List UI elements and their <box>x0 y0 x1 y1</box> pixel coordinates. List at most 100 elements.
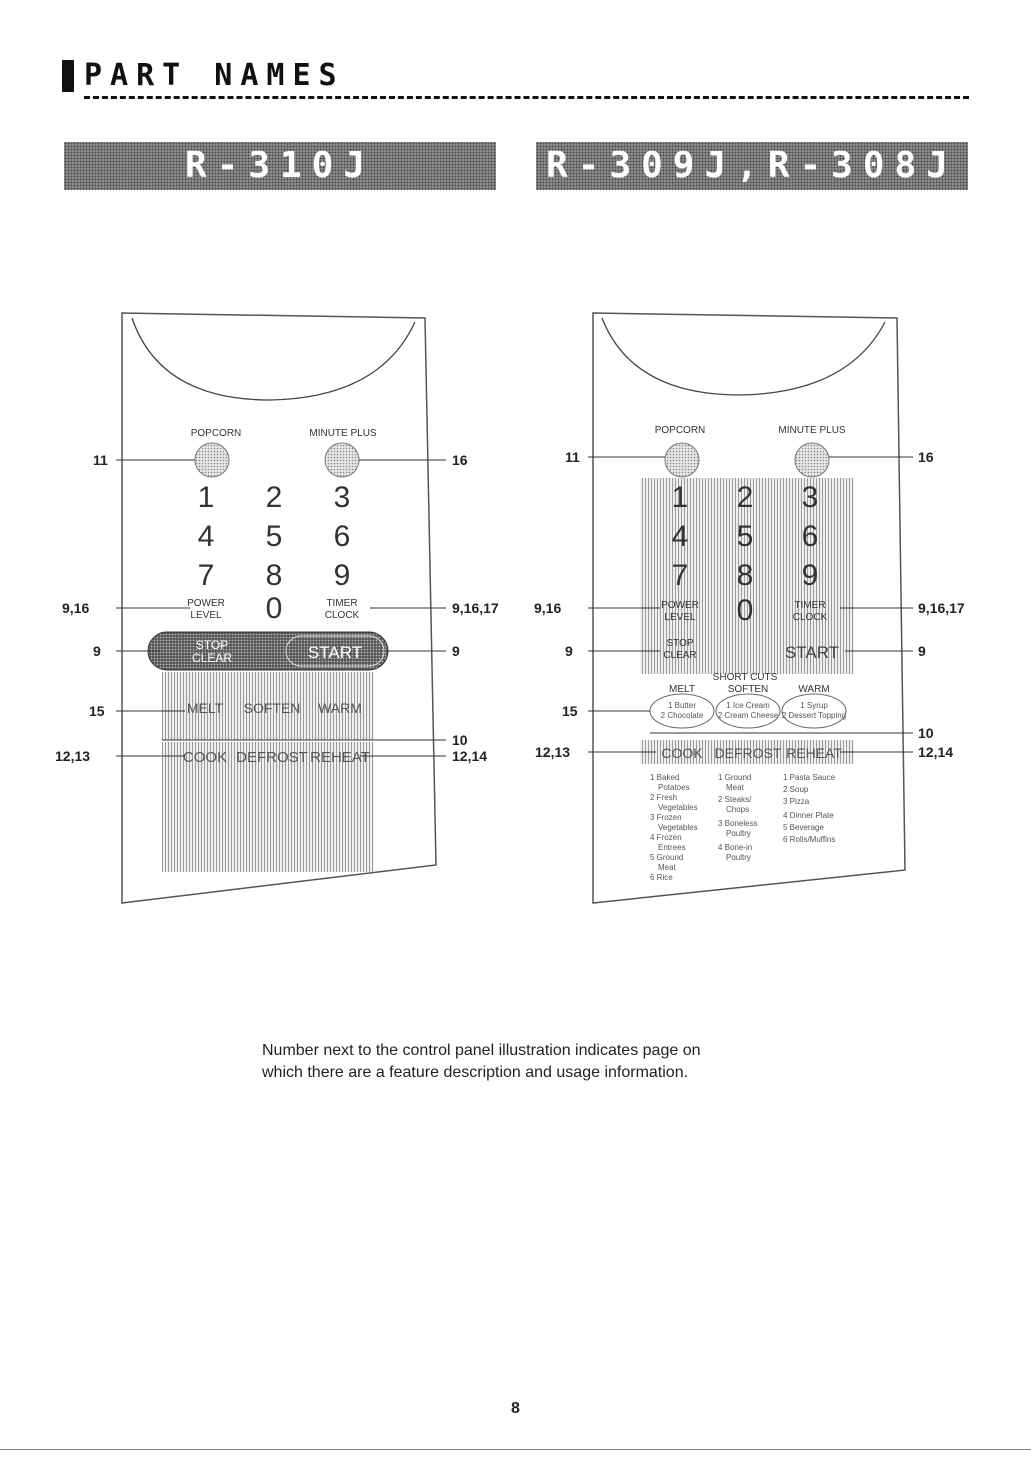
digit-2[interactable]: 2 <box>737 481 754 514</box>
digit-8[interactable]: 8 <box>737 559 754 592</box>
defrost-item: Chops <box>726 805 749 814</box>
clear-label[interactable]: CLEAR <box>192 651 232 665</box>
soften-label[interactable]: SOFTEN <box>244 700 301 716</box>
callout-10: 10 <box>452 732 468 748</box>
cook-item: 5 Ground <box>650 853 683 862</box>
minute-plus-label: MINUTE PLUS <box>309 428 377 439</box>
defrost-label[interactable]: DEFROST <box>236 749 308 766</box>
soften-label[interactable]: SOFTEN <box>728 684 769 695</box>
reheat-label[interactable]: REHEAT <box>310 749 370 766</box>
reheat-item: 3 Pizza <box>783 797 810 806</box>
title-marker <box>62 60 74 92</box>
start-label[interactable]: START <box>785 643 839 662</box>
popcorn-label: POPCORN <box>191 428 242 439</box>
callout-15: 15 <box>89 703 105 719</box>
soften-item-2: 2 Cream Cheese <box>718 711 779 720</box>
callout-16: 16 <box>452 452 468 468</box>
defrost-item: Poultry <box>726 829 751 838</box>
warm-label[interactable]: WARM <box>318 700 362 716</box>
display-window-arc <box>601 317 886 396</box>
reheat-item: 5 Beverage <box>783 823 824 832</box>
digit-6[interactable]: 6 <box>334 520 351 553</box>
digit-4[interactable]: 4 <box>672 520 689 553</box>
defrost-item-list: 1 Ground Meat 2 Steaks/ Chops 3 Boneless… <box>718 773 758 862</box>
digit-5[interactable]: 5 <box>266 520 283 553</box>
minute-plus-button[interactable] <box>794 442 830 478</box>
cook-item: 6 Rice <box>650 873 673 882</box>
minute-plus-button[interactable] <box>324 442 360 478</box>
digit-9[interactable]: 9 <box>802 559 819 592</box>
stop-label[interactable]: STOP <box>666 638 693 649</box>
digit-3[interactable]: 3 <box>334 481 351 514</box>
reheat-item: 6 Rolls/Muffins <box>783 835 835 844</box>
banner-r309j-r308j: R-309J,R-308J <box>536 142 968 190</box>
callout-12-14: 12,14 <box>918 744 953 760</box>
cook-label[interactable]: COOK <box>183 749 227 766</box>
melt-label[interactable]: MELT <box>187 700 224 716</box>
cook-item: 3 Frozen <box>650 813 682 822</box>
level-label[interactable]: LEVEL <box>664 612 696 623</box>
timer-label[interactable]: TIMER <box>326 598 357 609</box>
digit-7[interactable]: 7 <box>198 559 215 592</box>
callout-10: 10 <box>918 725 934 741</box>
shortcut-area <box>162 672 374 740</box>
title-rule <box>84 96 969 99</box>
level-label[interactable]: LEVEL <box>190 610 222 621</box>
defrost-label[interactable]: DEFROST <box>715 745 782 761</box>
start-label: START <box>308 643 362 662</box>
digit-6[interactable]: 6 <box>802 520 819 553</box>
warm-label[interactable]: WARM <box>798 684 829 695</box>
clear-label[interactable]: CLEAR <box>663 650 696 661</box>
digit-3[interactable]: 3 <box>802 481 819 514</box>
cook-item: Entrees <box>658 843 686 852</box>
callout-9-16-17: 9,16,17 <box>918 600 965 616</box>
popcorn-button[interactable] <box>194 442 230 478</box>
panel-r309j: POPCORN MINUTE PLUS 1 2 3 4 5 6 7 8 9 PO… <box>592 312 906 904</box>
digit-1[interactable]: 1 <box>198 481 215 514</box>
digit-0[interactable]: 0 <box>737 594 754 627</box>
stop-label[interactable]: STOP <box>196 638 228 652</box>
cook-area <box>640 740 854 764</box>
page-title: PART NAMES <box>84 58 345 93</box>
cook-label[interactable]: COOK <box>661 745 703 761</box>
cook-item-list: 1 Baked Potatoes 2 Fresh Vegetables 3 Fr… <box>650 773 698 882</box>
page-number: 8 <box>511 1400 520 1417</box>
digit-7[interactable]: 7 <box>672 559 689 592</box>
digit-0[interactable]: 0 <box>266 592 283 625</box>
keypad-area <box>640 478 854 674</box>
digit-1[interactable]: 1 <box>672 481 689 514</box>
cook-item: 4 Frozen <box>650 833 682 842</box>
clock-label[interactable]: CLOCK <box>325 610 360 621</box>
callout-9-16: 9,16 <box>62 600 89 616</box>
defrost-item: 4 Bone-in <box>718 843 752 852</box>
digit-9[interactable]: 9 <box>334 559 351 592</box>
callout-9-16: 9,16 <box>534 600 561 616</box>
warm-item-2: 2 Dessert Topping <box>782 711 846 720</box>
soften-button[interactable] <box>715 693 781 729</box>
digit-2[interactable]: 2 <box>266 481 283 514</box>
callout-9-16-17: 9,16,17 <box>452 600 499 616</box>
panel-r310j: POPCORN MINUTE PLUS 1 2 3 4 5 6 7 8 9 PO… <box>121 312 437 904</box>
clock-label[interactable]: CLOCK <box>793 612 828 623</box>
timer-label[interactable]: TIMER <box>794 600 825 611</box>
power-label[interactable]: POWER <box>661 600 699 611</box>
reheat-label[interactable]: REHEAT <box>786 745 842 761</box>
digit-5[interactable]: 5 <box>737 520 754 553</box>
warm-button[interactable] <box>781 693 847 729</box>
popcorn-button[interactable] <box>664 442 700 478</box>
melt-label[interactable]: MELT <box>669 684 695 695</box>
digit-4[interactable]: 4 <box>198 520 215 553</box>
cook-area <box>162 742 374 872</box>
cook-item: Vegetables <box>658 803 698 812</box>
popcorn-label: POPCORN <box>655 425 706 436</box>
digit-8[interactable]: 8 <box>266 559 283 592</box>
callouts-left: 11 16 9,16 9,16,17 9 9 15 10 12,13 12,14 <box>55 452 499 764</box>
warm-item-1: 1 Syrup <box>800 701 828 710</box>
callouts-right: 11 16 9,16 9,16,17 9 9 15 10 12,13 12,14 <box>534 449 965 760</box>
callout-12-13: 12,13 <box>535 744 570 760</box>
control-panel-illustrations: POPCORN MINUTE PLUS 1 2 3 4 5 6 7 8 9 PO… <box>55 312 965 904</box>
power-label[interactable]: POWER <box>187 598 225 609</box>
callout-11: 11 <box>565 449 580 465</box>
cook-item: Potatoes <box>658 783 690 792</box>
cook-item: 1 Baked <box>650 773 679 782</box>
